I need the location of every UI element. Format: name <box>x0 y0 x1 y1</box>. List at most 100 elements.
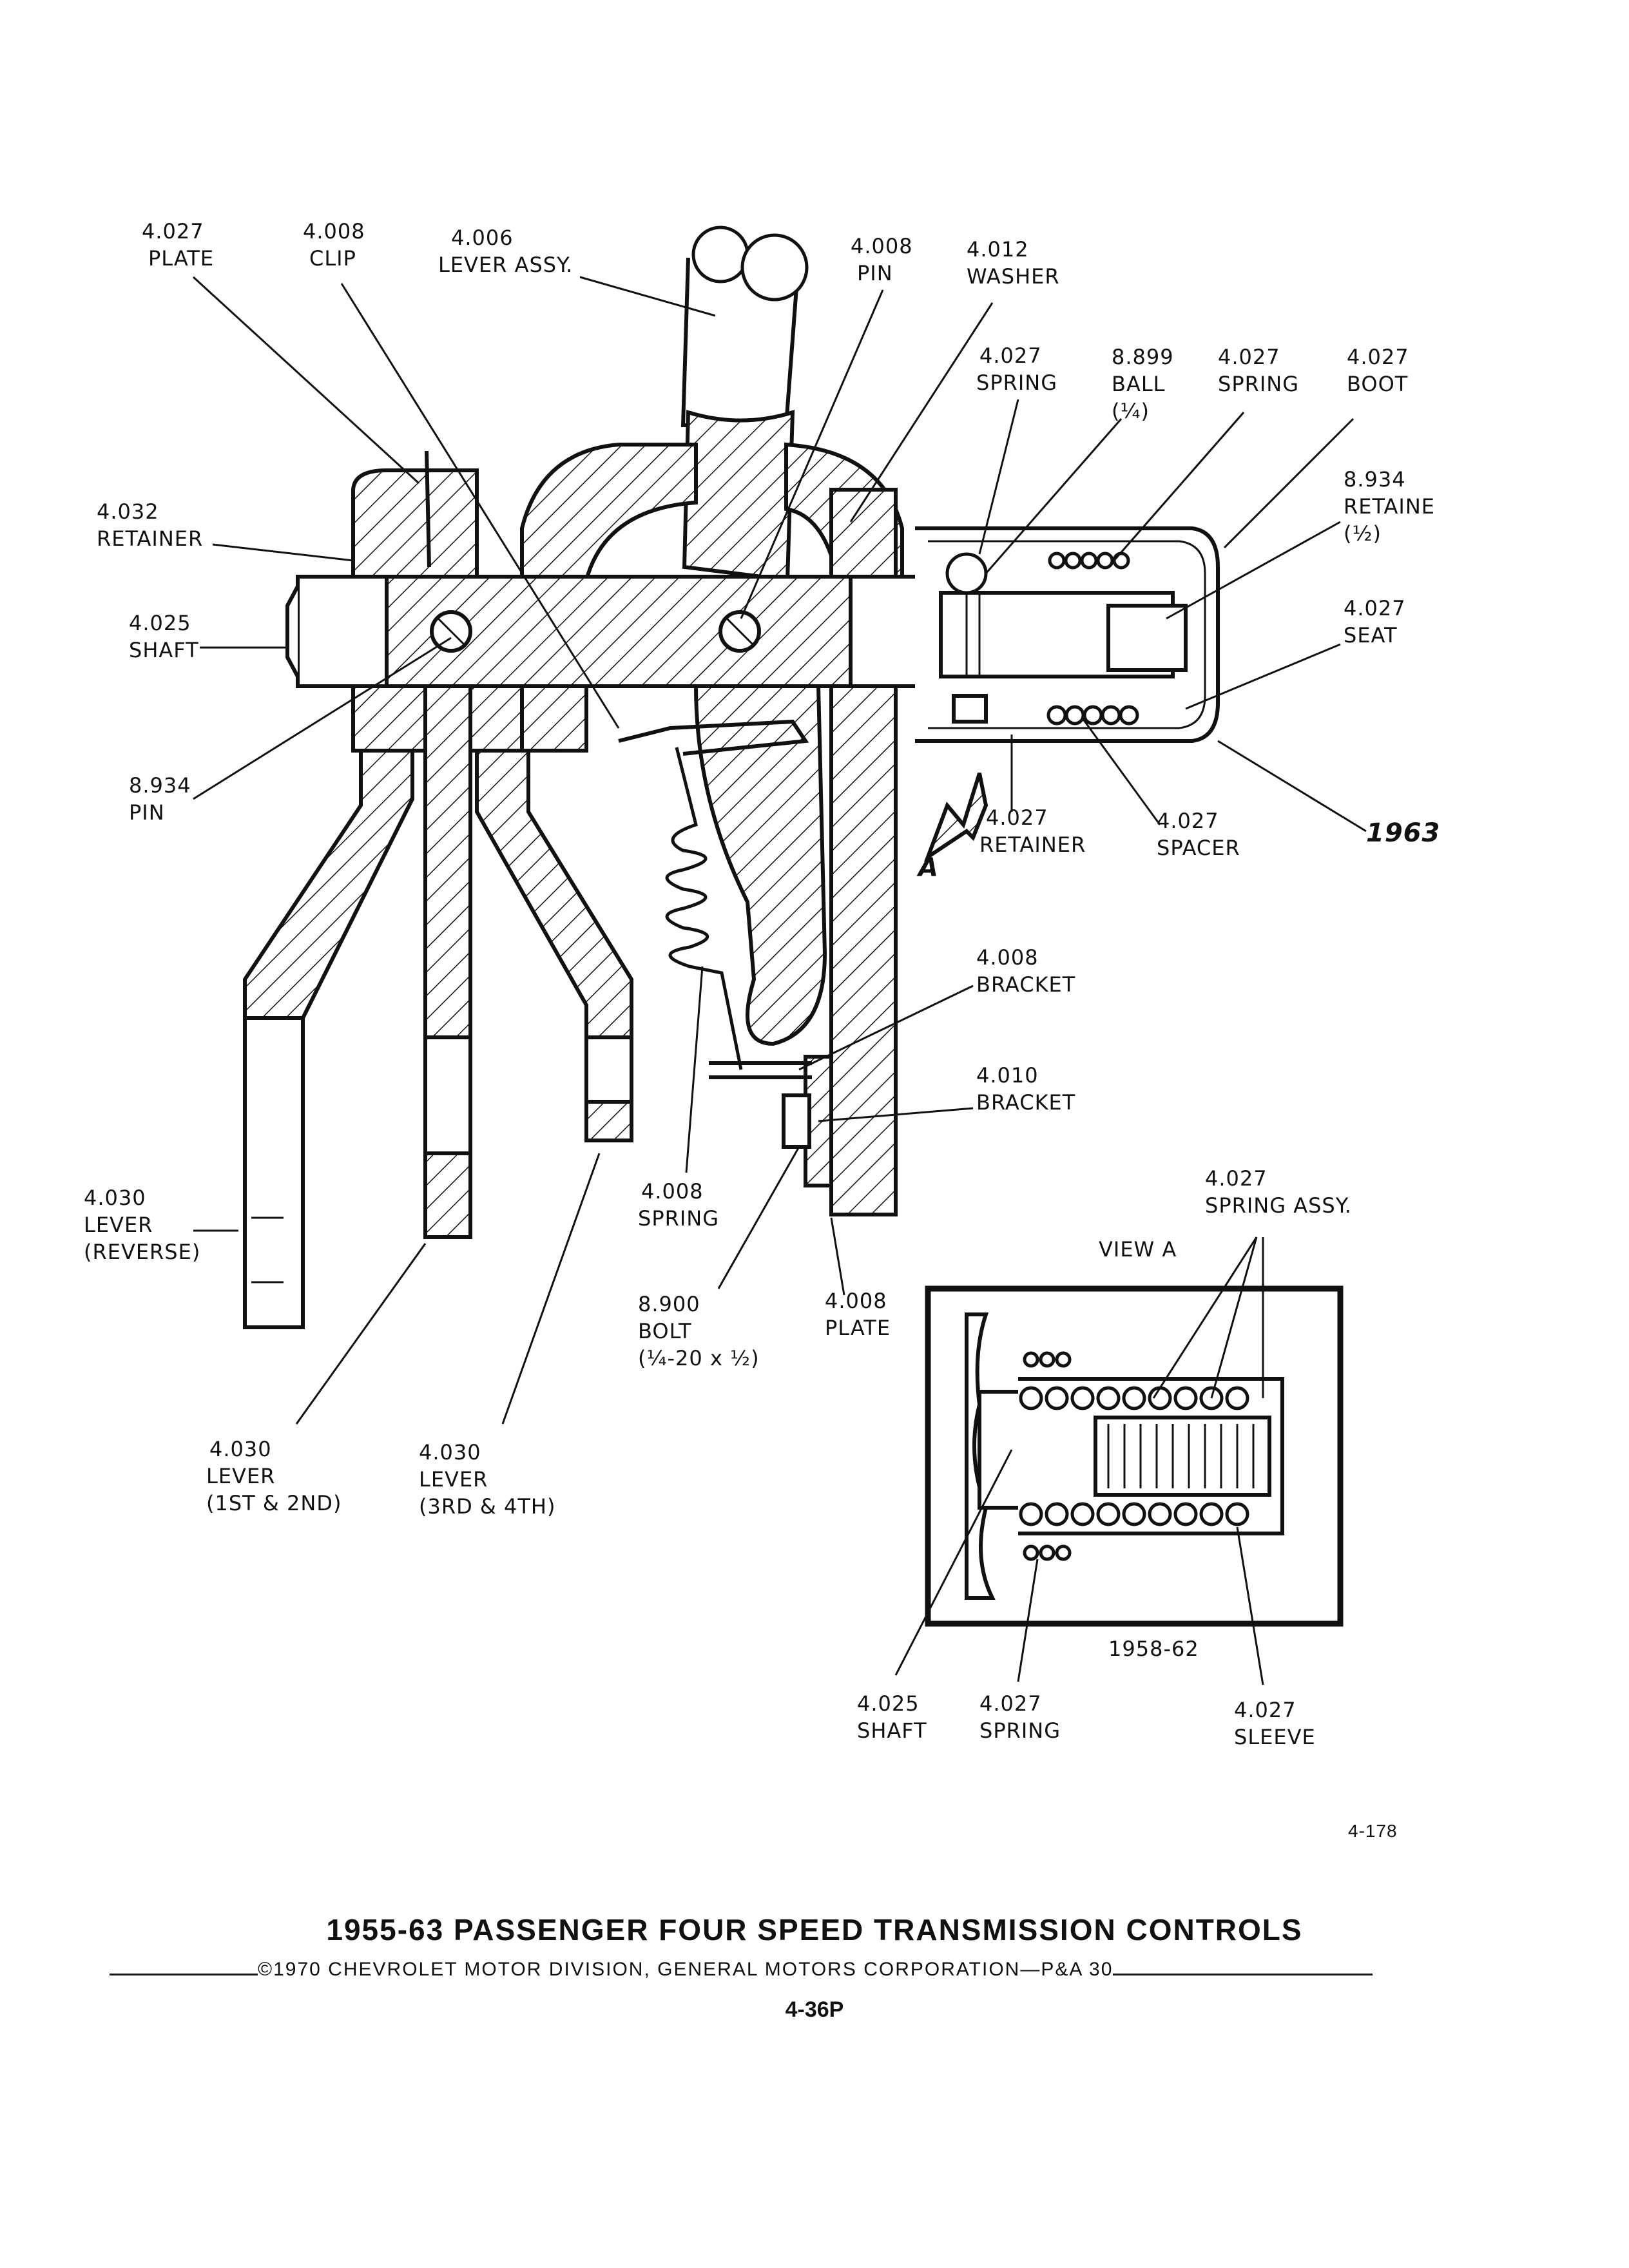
svg-text:4.027: 4.027 <box>1157 809 1219 833</box>
lever-assy-handle <box>680 226 809 582</box>
svg-text:PLATE: PLATE <box>148 246 214 271</box>
svg-text:8.934: 8.934 <box>1344 467 1406 492</box>
svg-text:CLIP: CLIP <box>309 246 356 271</box>
callout-lever-12: 4.030 LEVER (1ST & 2ND) <box>206 1437 342 1515</box>
figure-number: 4-178 <box>1348 1821 1398 1841</box>
svg-text:SLEEVE: SLEEVE <box>1234 1725 1316 1749</box>
left-retainer-block <box>351 468 479 582</box>
svg-text:4.027: 4.027 <box>986 805 1048 830</box>
svg-text:4.027: 4.027 <box>979 1691 1042 1716</box>
bolt-head <box>782 1093 811 1149</box>
svg-text:(REVERSE): (REVERSE) <box>84 1240 200 1264</box>
callout-spring-assy: 4.027 SPRING ASSY. <box>1205 1166 1352 1218</box>
callout-ball: 8.899 BALL (¼) <box>1112 345 1174 423</box>
page-title: 1955-63 PASSENGER FOUR SPEED TRANSMISSIO… <box>326 1913 1303 1946</box>
callout-seat: 4.027 SEAT <box>1344 596 1405 648</box>
svg-text:(1ST & 2ND): (1ST & 2ND) <box>206 1491 342 1515</box>
callout-retainer-right: 8.934 RETAINE (½) <box>1344 467 1435 546</box>
svg-text:RETAINE: RETAINE <box>1344 494 1435 519</box>
detent-housing-1963 <box>915 526 1220 743</box>
svg-text:4.027: 4.027 <box>1347 345 1409 369</box>
svg-text:4.025: 4.025 <box>857 1691 920 1716</box>
svg-text:4.008: 4.008 <box>303 219 365 244</box>
svg-text:SEAT: SEAT <box>1344 623 1397 648</box>
callout-clip: 4.008 CLIP <box>303 219 365 271</box>
inset-years: 1958-62 <box>1108 1637 1199 1661</box>
top-arch-housing <box>520 443 698 582</box>
callout-retainer-mid: 4.027 RETAINER <box>979 805 1086 857</box>
svg-text:4.027: 4.027 <box>142 219 204 244</box>
inset-spring-coils <box>1019 1351 1249 1561</box>
svg-text:BRACKET: BRACKET <box>976 972 1075 997</box>
view-arrow-label: A <box>916 853 939 883</box>
callout-spring-upper: 4.027 SPRING <box>976 343 1057 395</box>
svg-text:LEVER: LEVER <box>206 1464 275 1488</box>
inset-sleeve-coils <box>1107 1424 1255 1488</box>
leader-lines <box>192 276 1367 1686</box>
svg-text:(¼-20 x ½): (¼-20 x ½) <box>638 1346 760 1370</box>
svg-text:SPACER: SPACER <box>1157 836 1240 860</box>
svg-text:SPRING ASSY.: SPRING ASSY. <box>1205 1193 1352 1218</box>
callout-shaft: 4.025 SHAFT <box>129 611 199 662</box>
svg-text:BOLT: BOLT <box>638 1319 692 1343</box>
svg-text:4.008: 4.008 <box>976 945 1039 970</box>
svg-text:SPRING: SPRING <box>976 370 1057 395</box>
svg-text:8.934: 8.934 <box>129 773 191 798</box>
callout-spring-right: 4.027 SPRING <box>1218 345 1298 396</box>
main-shaft <box>285 575 944 688</box>
lever-reverse-arm <box>243 1016 305 1329</box>
callout-spring-inset: 4.027 SPRING <box>979 1691 1060 1743</box>
callout-bracket-lower: 4.010 BRACKET <box>976 1063 1075 1115</box>
svg-text:LEVER: LEVER <box>84 1213 153 1237</box>
copyright-line: ©1970 CHEVROLET MOTOR DIVISION, GENERAL … <box>110 1959 1373 1981</box>
svg-text:(¼): (¼) <box>1112 399 1150 423</box>
rule-right <box>1113 1973 1373 1975</box>
svg-text:SHAFT: SHAFT <box>129 638 199 662</box>
lower-coil-spring <box>665 747 743 1070</box>
svg-text:BALL: BALL <box>1112 372 1166 396</box>
callout-spring-lower: 4.008 SPRING <box>638 1179 718 1231</box>
callout-pin-top: 4.008 PIN <box>851 234 913 285</box>
callout-washer: 4.012 WASHER <box>967 237 1059 289</box>
svg-text:LEVER: LEVER <box>419 1467 488 1492</box>
svg-text:4.025: 4.025 <box>129 611 191 635</box>
callout-sleeve: 4.027 SLEEVE <box>1234 1698 1316 1749</box>
callout-retainer-left: 4.032 RETAINER <box>97 499 203 551</box>
svg-text:8.899: 8.899 <box>1112 345 1174 369</box>
svg-text:4.008: 4.008 <box>851 234 913 258</box>
svg-text:4.008: 4.008 <box>825 1289 887 1313</box>
detent-ball <box>945 552 988 595</box>
callout-plate-top: 4.027 PLATE <box>142 219 214 271</box>
inset-title: VIEW A <box>1099 1237 1177 1262</box>
callout-pin-left: 8.934 PIN <box>129 773 191 825</box>
svg-text:RETAINER: RETAINER <box>979 832 1086 857</box>
detent-spring-coils <box>1046 552 1139 726</box>
svg-text:LEVER ASSY.: LEVER ASSY. <box>438 253 573 277</box>
svg-text:PIN: PIN <box>129 800 165 825</box>
svg-text:4.006: 4.006 <box>451 226 514 250</box>
vertical-plate <box>829 684 898 1216</box>
callout-lever-reverse: 4.030 LEVER (REVERSE) <box>84 1186 200 1264</box>
svg-text:RETAINER: RETAINER <box>97 526 203 551</box>
selector-lever <box>693 684 827 1046</box>
svg-text:(½): (½) <box>1344 521 1382 546</box>
page-number: 4-36P <box>785 1997 844 2022</box>
copyright-text: ©1970 CHEVROLET MOTOR DIVISION, GENERAL … <box>258 1959 1113 1980</box>
svg-text:4.030: 4.030 <box>84 1186 146 1210</box>
callout-labels: 4.027 PLATE 4.008 CLIP 4.006 LEVER ASSY.… <box>84 219 1440 1749</box>
svg-text:PLATE: PLATE <box>825 1316 891 1340</box>
svg-text:4.027: 4.027 <box>1205 1166 1268 1191</box>
svg-text:4.012: 4.012 <box>967 237 1029 262</box>
callout-bolt: 8.900 BOLT (¼-20 x ½) <box>638 1292 760 1370</box>
svg-text:SHAFT: SHAFT <box>857 1718 927 1743</box>
callout-boot: 4.027 BOOT <box>1347 345 1409 396</box>
svg-text:BRACKET: BRACKET <box>976 1090 1075 1115</box>
svg-text:4.032: 4.032 <box>97 499 159 524</box>
linkage-rod <box>618 719 809 756</box>
callout-lever-assy: 4.006 LEVER ASSY. <box>438 226 573 277</box>
inset-view-a <box>925 1285 1344 1627</box>
view-a-arrow <box>923 773 988 862</box>
svg-text:8.900: 8.900 <box>638 1292 700 1316</box>
plate-tab <box>425 450 431 568</box>
